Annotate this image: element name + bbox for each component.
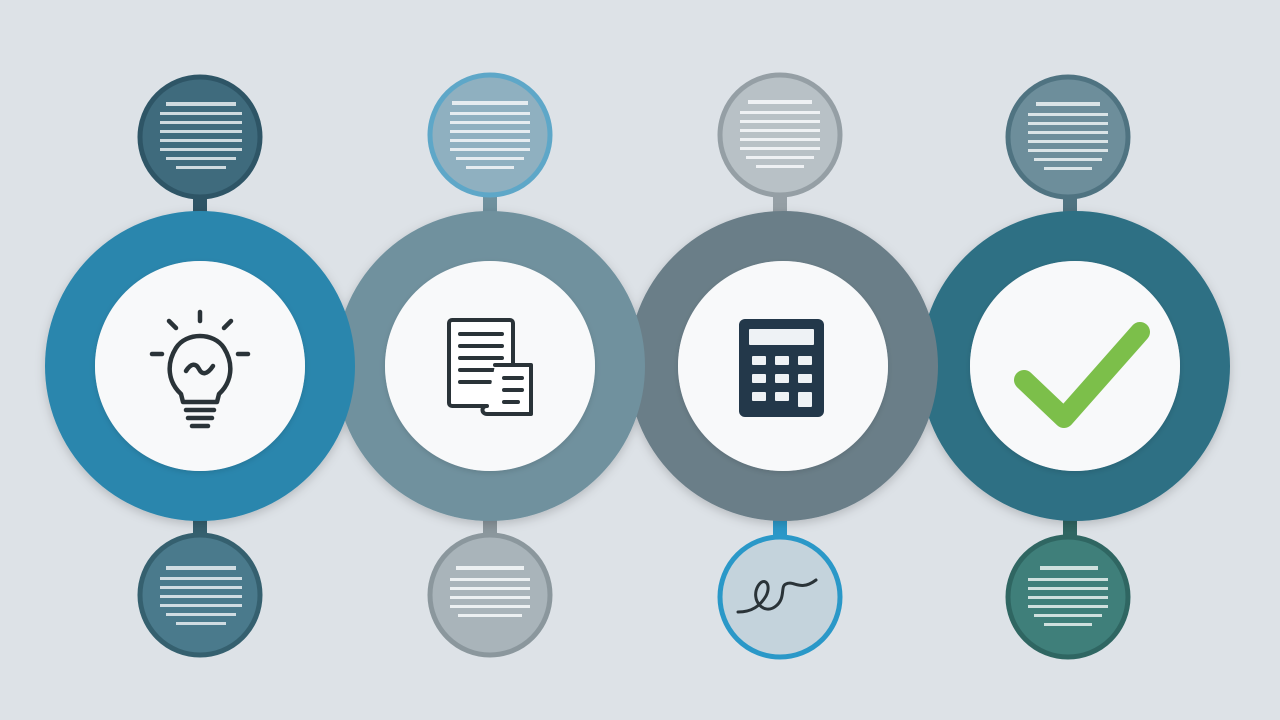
bottom-bubble-2 [427, 532, 553, 658]
placeholder-text-lines [1028, 566, 1108, 626]
placeholder-text-lines [160, 102, 242, 169]
lightbulb-icon [149, 309, 251, 429]
ring-2 [335, 211, 645, 521]
ring-1 [45, 211, 355, 521]
checkmark-icon [1014, 322, 1150, 428]
signature-icon [736, 578, 818, 614]
top-connector-4 [1063, 195, 1077, 215]
top-bubble-2 [427, 72, 553, 198]
placeholder-text-lines [740, 100, 820, 168]
placeholder-text-lines [160, 566, 242, 625]
documents-icon [447, 318, 533, 416]
ring-3 [628, 211, 938, 521]
top-connector-3 [773, 195, 787, 215]
placeholder-text-lines [1028, 102, 1108, 170]
ring-4 [920, 211, 1230, 521]
top-bubble-4 [1005, 74, 1131, 200]
top-bubble-1 [137, 74, 263, 200]
center-4 [970, 261, 1180, 471]
top-bubbles [137, 72, 1131, 200]
center-1 [95, 261, 305, 471]
ring-centers [95, 261, 1180, 471]
bottom-bubble-1 [137, 532, 263, 658]
top-connector-1 [193, 195, 207, 215]
placeholder-text-lines [450, 101, 530, 169]
bottom-bubble-3 [717, 534, 843, 660]
bottom-bubbles [137, 532, 1131, 660]
placeholder-text-lines [450, 566, 530, 617]
bottom-bubble-4 [1005, 534, 1131, 660]
top-bubble-3 [717, 72, 843, 198]
bottom-connector-4 [1063, 518, 1077, 538]
bottom-connector-3 [773, 518, 787, 538]
top-connector-2 [483, 195, 497, 215]
rings [45, 211, 1230, 521]
calculator-icon [739, 319, 824, 417]
